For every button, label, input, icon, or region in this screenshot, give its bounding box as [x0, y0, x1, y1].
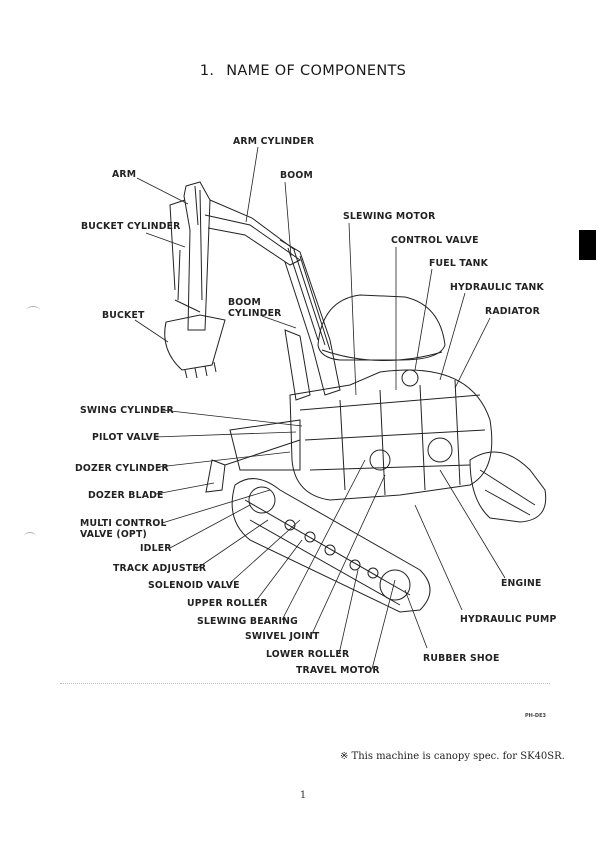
label-track-adjuster: TRACK ADJUSTER	[113, 563, 207, 574]
label-slewing-motor: SLEWING MOTOR	[343, 211, 436, 222]
label-arm-cylinder: ARM CYLINDER	[233, 136, 315, 147]
label-solenoid-valve: SOLENOID VALVE	[148, 580, 240, 591]
right-track-drawing	[469, 451, 547, 523]
label-hydraulic-tank: HYDRAULIC TANK	[450, 282, 544, 293]
label-dozer-cylinder: DOZER CYLINDER	[75, 463, 169, 474]
label-travel-motor: TRAVEL MOTOR	[296, 665, 380, 676]
label-hydraulic-pump: HYDRAULIC PUMP	[460, 614, 557, 625]
label-idler: IDLER	[140, 543, 172, 554]
label-bucket: BUCKET	[102, 310, 145, 321]
left-track-drawing	[231, 478, 431, 613]
label-rubber-shoe: RUBBER SHOE	[423, 653, 500, 664]
label-boom: BOOM	[280, 170, 313, 181]
label-bucket-cylinder: BUCKET CYLINDER	[81, 221, 181, 232]
label-slewing-bearing: SLEWING BEARING	[197, 616, 298, 627]
section-number: 1.	[199, 63, 215, 79]
label-lower-roller: LOWER ROLLER	[266, 649, 350, 660]
scan-mark-top	[26, 306, 40, 315]
label-multi-control-valve: MULTI CONTROL VALVE (OPT)	[80, 518, 167, 540]
section-title: NAME OF COMPONENTS	[226, 63, 407, 79]
arm-drawing	[169, 181, 301, 331]
scan-mark-bottom	[24, 532, 36, 541]
chapter-tab-marker	[579, 230, 596, 260]
label-pilot-valve: PILOT VALVE	[92, 432, 160, 443]
leader-lines	[134, 146, 506, 670]
page-number: 1	[299, 790, 307, 801]
label-swivel-joint: SWIVEL JOINT	[245, 631, 320, 642]
label-dozer-blade: DOZER BLADE	[88, 490, 164, 501]
label-swing-cylinder: SWING CYLINDER	[80, 405, 174, 416]
label-arm: ARM	[112, 169, 137, 180]
canopy-drawing	[317, 294, 446, 361]
label-boom-cylinder: BOOM CYLINDER	[228, 297, 282, 319]
page-title: 1. NAME OF COMPONENTS	[0, 63, 606, 79]
label-upper-roller: UPPER ROLLER	[187, 598, 268, 609]
bucket-drawing	[164, 299, 226, 379]
label-fuel-tank: FUEL TANK	[429, 258, 489, 269]
label-radiator: RADIATOR	[485, 306, 541, 317]
boom-drawing	[279, 239, 341, 401]
label-engine: ENGINE	[501, 578, 542, 589]
upper-structure-drawing	[205, 369, 493, 501]
label-control-valve: CONTROL VALVE	[391, 235, 479, 246]
document-code: PH-DE3	[525, 713, 546, 719]
scan-divider	[60, 683, 550, 684]
footnote: ※ This machine is canopy spec. for SK40S…	[340, 751, 565, 762]
